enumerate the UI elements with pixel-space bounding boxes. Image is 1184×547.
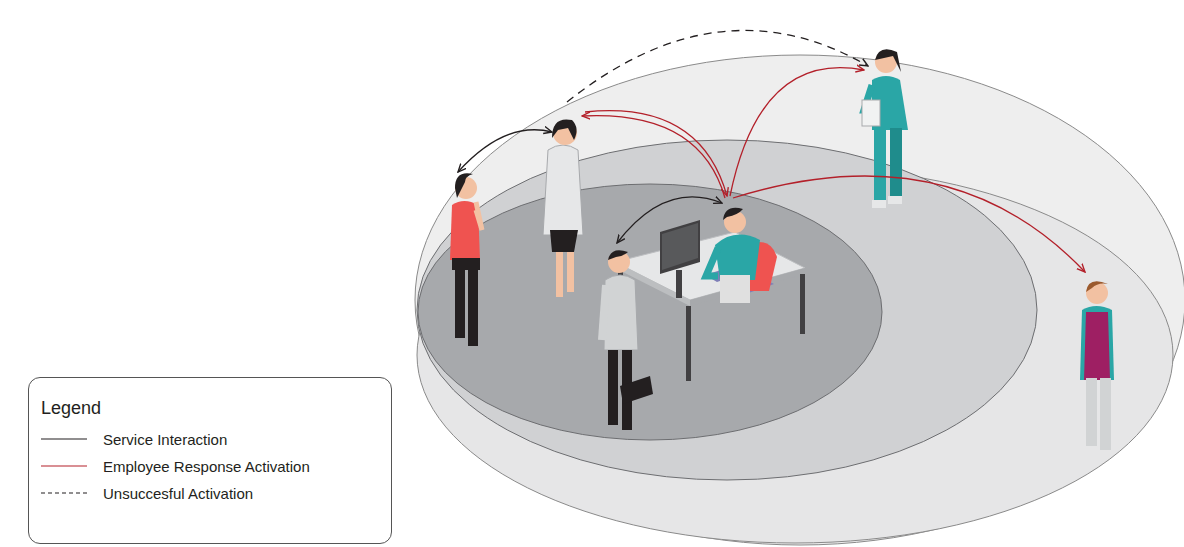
legend-title: Legend (41, 398, 101, 419)
legend-label: Unsuccesful Activation (103, 485, 253, 502)
legend-line-sample (41, 488, 89, 498)
customer-woman-red (450, 173, 482, 346)
reception-desk (615, 220, 805, 381)
customer-man (602, 250, 653, 430)
outer-zone (415, 55, 1184, 545)
legend-label: Service Interaction (103, 431, 227, 448)
employee-magenta (1080, 281, 1114, 450)
legend-entry: Service Interaction (41, 429, 227, 449)
legend-line-sample (41, 434, 89, 444)
legend-entry: Unsuccesful Activation (41, 483, 253, 503)
interaction-arrows (458, 30, 1085, 272)
customer-woman-grey (543, 119, 583, 297)
legend-panel: LegendService InteractionEmployee Respon… (28, 377, 392, 544)
legend-entry: Employee Response Activation (41, 456, 310, 476)
legend-line-sample (41, 461, 89, 471)
middle-zone (417, 140, 1037, 480)
legend-label: Employee Response Activation (103, 458, 310, 475)
employee-nurse (862, 49, 908, 208)
inner-zone (418, 184, 882, 440)
receptionist (706, 208, 777, 303)
outer-zone-ring (417, 167, 1173, 543)
